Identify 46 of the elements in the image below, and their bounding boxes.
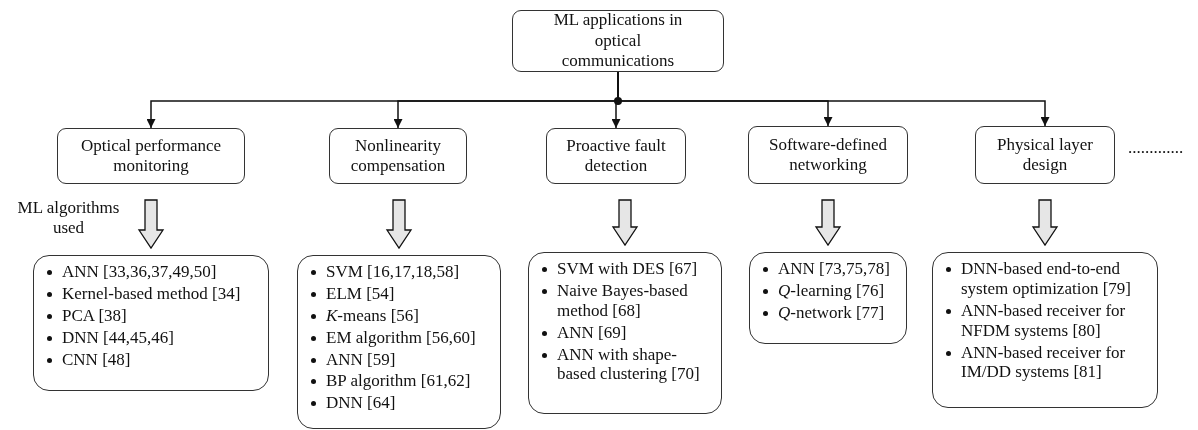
box-label: ML applications in optical communications <box>552 10 684 72</box>
box-label: Software-defined networking <box>768 134 888 176</box>
process-box <box>975 126 1115 184</box>
list-item: ANN [69] <box>557 322 715 343</box>
list-item: Naive Bayes-based method [68] <box>557 280 715 321</box>
box-label: Proactive fault detection <box>565 135 667 177</box>
list-item: DNN-based end-to-end system optimization [79] <box>961 259 1151 299</box>
list-box <box>297 255 501 429</box>
block-arrow <box>1031 199 1059 247</box>
list-item: ANN [59] <box>326 349 494 370</box>
list-item: Q-network [77] <box>778 302 900 323</box>
list-box <box>33 255 269 391</box>
list-item: Q-learning [76] <box>778 280 900 301</box>
list-item: ANN-based receiver for IM/DD systems [81] <box>961 342 1151 383</box>
list-item: BP algorithm [61,62] <box>326 371 494 392</box>
list-item: EM algorithm [56,60] <box>326 327 494 348</box>
process-box <box>546 128 686 184</box>
list-item: K-means [56] <box>326 305 494 326</box>
list-item: PCA [38] <box>62 305 262 326</box>
process-box <box>329 128 467 184</box>
process-box <box>748 126 908 184</box>
process-box <box>57 128 245 184</box>
list-item: SVM [16,17,18,58] <box>326 262 494 282</box>
ellipsis-text: ............. <box>1128 138 1185 159</box>
list-item: Kernel-based method [34] <box>62 283 262 304</box>
block-arrow <box>137 199 165 250</box>
list-box <box>528 252 722 414</box>
list-item: DNN [64] <box>326 393 494 414</box>
list-item: CNN [48] <box>62 349 262 370</box>
list-item: ANN [33,36,37,49,50] <box>62 262 262 282</box>
list-box <box>749 252 907 344</box>
list-item: SVM with DES [67] <box>557 259 715 279</box>
block-arrow <box>814 199 842 247</box>
list-item: ANN [73,75,78] <box>778 259 900 279</box>
annotation-text: ML algorithms used <box>16 198 121 239</box>
box-label: Physical layer design <box>996 134 1094 176</box>
box-label: Optical performance monitoring <box>79 135 223 177</box>
box-label: Nonlinearity compensation <box>349 135 447 177</box>
block-arrow <box>385 199 413 250</box>
list-item: DNN [44,45,46] <box>62 327 262 348</box>
list-item: ANN with shape-based clustering [70] <box>557 344 715 385</box>
list-item: ELM [54] <box>326 283 494 304</box>
list-item: ANN-based receiver for NFDM systems [80] <box>961 300 1151 341</box>
list-box <box>932 252 1158 408</box>
block-arrow <box>611 199 639 247</box>
process-box <box>512 10 724 72</box>
